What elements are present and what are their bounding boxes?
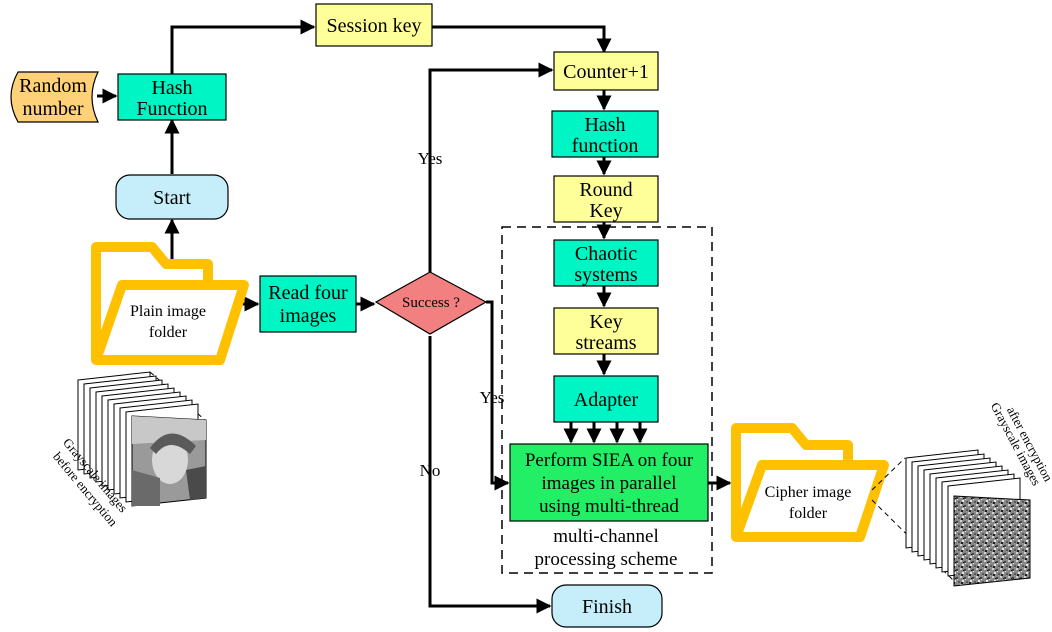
edge-label-yes-bottom: Yes [480,388,505,407]
cipher-noise-image [953,495,1031,587]
plain-folder-icon: Plain image folder [91,242,249,365]
edge-success-no-to-finish [428,336,552,614]
read-four-label-2: images [280,305,337,327]
key-streams-label-1: Key [589,311,622,333]
round-key-label-2: Key [589,200,622,222]
multi-channel-container [501,226,713,574]
cipher-folder-label-2: folder [789,505,828,522]
start-label: Start [153,187,191,209]
plain-folder-label-2: folder [149,324,188,341]
perform-label-3: using multi-thread [539,496,679,517]
chaotic-systems-box: Chaotic systems [553,239,659,287]
finish-node: Finish [551,584,663,628]
key-streams-label-2: streams [575,332,636,354]
cipher-folder-icon: Cipher image folder [731,423,889,542]
edge-success-yes-to-counter [428,62,554,272]
hash-function-left-label-2: Function [136,98,207,120]
random-number-node: Random number [10,71,99,123]
key-streams-box: Key streams [553,307,659,355]
random-number-label-2: number [22,98,83,120]
chaotic-label-2: systems [574,264,638,286]
grayscale-stack-after: Grayscale images after encryption [871,400,1052,587]
hash-function-left-box: Hash Function [117,73,227,121]
perform-siea-box: Perform SIEA on four images in parallel … [509,443,709,522]
counter-box: Counter+1 [553,51,659,91]
round-key-box: Round Key [553,175,659,223]
success-label: Success ? [402,295,460,311]
start-node: Start [115,174,229,220]
lena-photo-front [131,415,207,507]
hash-function-left-label-1: Hash [151,77,192,99]
read-four-images-box: Read four images [259,275,357,333]
perform-label-2: images in parallel [541,473,676,494]
counter-label: Counter+1 [563,61,649,83]
grayscale-stack-before: Grayscale images before encryption [50,371,207,530]
success-decision: Success ? [374,271,488,335]
hash-function-right-box: Hash function [551,110,659,158]
random-number-label-1: Random [19,75,87,97]
edge-success-yes-to-perform [486,300,510,491]
adapter-label: Adapter [574,389,639,411]
finish-label: Finish [582,596,632,618]
session-key-box: Session key [315,3,433,47]
hash-function-right-label-1: Hash [584,114,625,136]
multi-channel-caption-2: processing scheme [535,549,678,570]
plain-folder-label-1: Plain image [130,303,206,320]
chaotic-label-1: Chaotic [575,243,637,265]
hash-function-right-label-2: function [572,135,639,157]
read-four-label-1: Read four [268,282,348,304]
multi-channel-caption-1: multi-channel [553,526,659,547]
adapter-box: Adapter [553,375,659,423]
edge-hash-to-session-key [170,19,316,74]
cipher-folder-label-1: Cipher image [765,484,852,501]
edge-label-no: No [420,461,441,480]
perform-label-1: Perform SIEA on four [525,450,694,471]
edge-session-key-to-counter [432,25,612,54]
round-key-label-1: Round [579,179,632,201]
edge-label-yes-top: Yes [418,149,443,168]
session-key-label: Session key [327,15,422,37]
